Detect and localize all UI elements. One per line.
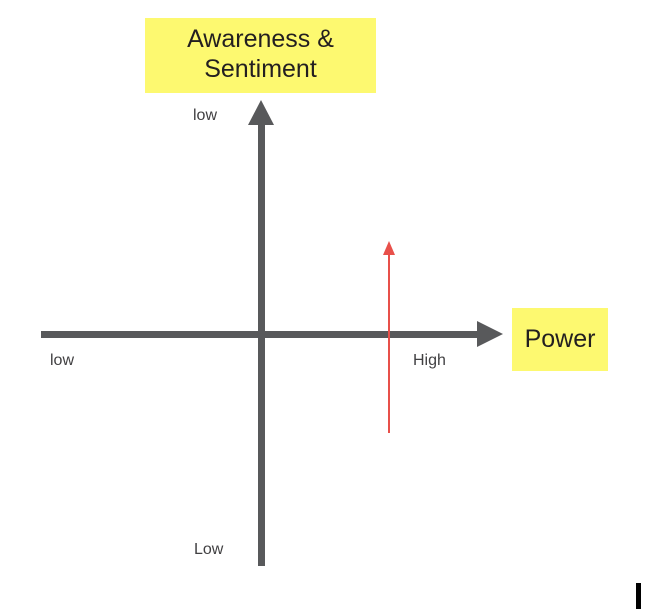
upward-trend-arrow-icon	[383, 241, 395, 255]
y-axis-bottom-label: Low	[194, 541, 224, 558]
x-axis-title-box: Power	[512, 308, 608, 371]
x-axis-line	[41, 331, 478, 338]
y-axis-title-line2: Sentiment	[204, 54, 317, 83]
x-axis-arrow-icon	[477, 321, 503, 347]
x-axis-left-label: low	[50, 352, 75, 369]
text-caret-mark	[636, 583, 641, 609]
x-axis-right-label: High	[413, 352, 446, 369]
upward-trend-arrow-shaft	[388, 252, 390, 433]
y-axis-top-label: low	[193, 107, 218, 124]
y-axis-title-box: Awareness & Sentiment	[145, 18, 376, 93]
x-axis-title-text: Power	[524, 324, 596, 353]
y-axis-line	[258, 122, 265, 566]
y-axis-title-line1: Awareness &	[187, 25, 334, 53]
y-axis-title-text: Awareness & Sentiment	[187, 25, 334, 86]
y-axis-arrow-icon	[248, 100, 274, 125]
